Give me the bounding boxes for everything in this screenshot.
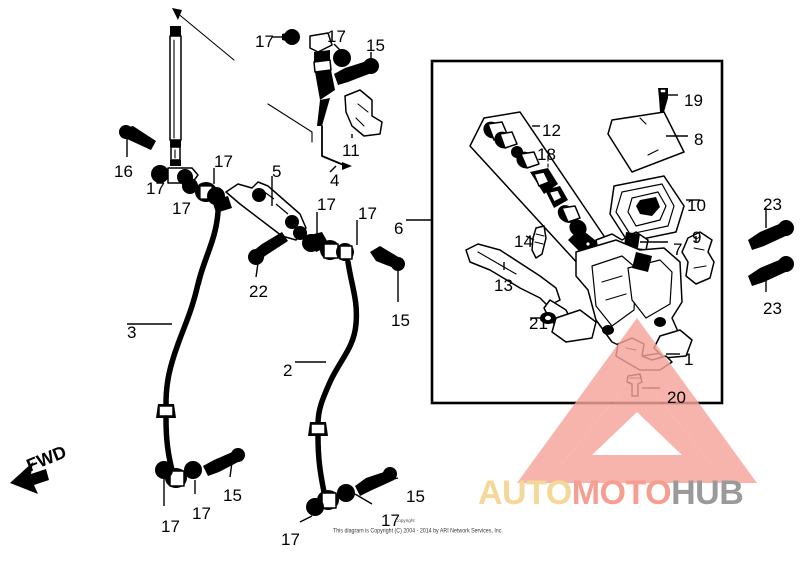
callout-three-way-joint: 11 [342,141,360,160]
callout-screw: 19 [684,91,703,110]
junction-block-5 [225,176,307,241]
callout-sealing-washer: 17 [317,195,336,214]
callout-front-brake-hose-a: 3 [127,323,137,342]
callout-nut: 21 [529,314,548,333]
callout-oil-bolt: 15 [406,487,425,506]
callout-oil-bolt: 15 [223,486,242,505]
callout-holder-bolt: 23 [763,195,782,214]
reservoir-cap-8 [607,111,688,173]
screw-20 [626,373,660,397]
copyright-title: Copyright [395,518,415,523]
callout-oil-bolt: 15 [366,36,385,55]
callout-piston-set: 12 [542,121,561,140]
callout-brake-pipe: 4 [330,171,340,190]
callout-sealing-washer: 17 [146,179,165,198]
callout-sealing-washer: 17 [327,27,346,46]
callout-sealing-washer: 17 [172,199,191,218]
oil-bolt-15-bottom-left [203,448,245,478]
banjo-bolt-16 [119,125,156,157]
callout-sealing-washer: 17 [381,511,400,530]
callout-holder-bolt: 23 [763,299,782,318]
hose-fitting-left [195,182,232,213]
callout-junction-block: 5 [272,162,282,181]
holder-bolt-23-lower [748,256,794,292]
callout-switch: 1 [684,350,694,369]
callout-sealing-washer: 17 [281,530,300,549]
callout-diaphragm: 10 [687,196,706,215]
lever-pivot-9 [681,231,715,285]
screw-19 [658,88,678,112]
callout-brake-lever: 13 [494,276,513,295]
fwd-arrow-icon [10,462,49,494]
callout-sealing-washer: 17 [255,32,274,51]
brake-hose-2 [306,259,360,516]
callout-sealing-washer: 17 [214,152,233,171]
callout-sealing-washer: 17 [358,204,377,223]
hose-fitting-right [302,212,358,261]
callout-cup-set: 18 [537,145,556,164]
callout-reservoir-cap: 8 [694,130,704,149]
callout-bolt: 22 [249,282,268,301]
callout-lever-pivot-bolt: 9 [692,228,702,247]
callout-sealing-washer: 17 [192,504,211,523]
callout-plate: 7 [673,240,683,259]
top-center-fittings [267,29,383,173]
callout-spring: 14 [514,232,533,251]
callout-master-cylinder-assembly: 6 [394,219,404,238]
diaphragm-10 [609,175,700,243]
oil-bolt-15-mid [370,246,405,302]
callout-sealing-washer: 17 [161,517,180,536]
callout-oil-bolt: 15 [391,311,410,330]
copyright-text: This diagram is Copyright (C) 2004 - 201… [333,528,503,535]
callout-front-brake-hose-b: 2 [283,361,293,380]
bolt-22 [248,232,288,278]
brake-hose-3 [155,209,221,488]
piston-cup-set-12-18 [469,111,609,267]
callout-screw-small: 20 [667,388,686,407]
oil-bolt-15-bottom-right [355,467,399,496]
spring-14 [525,225,547,259]
brake-lever-13 [465,243,573,331]
holder-bolt-23-upper [748,208,794,250]
callout-banjo-bolt-upper-left: 16 [114,162,133,181]
